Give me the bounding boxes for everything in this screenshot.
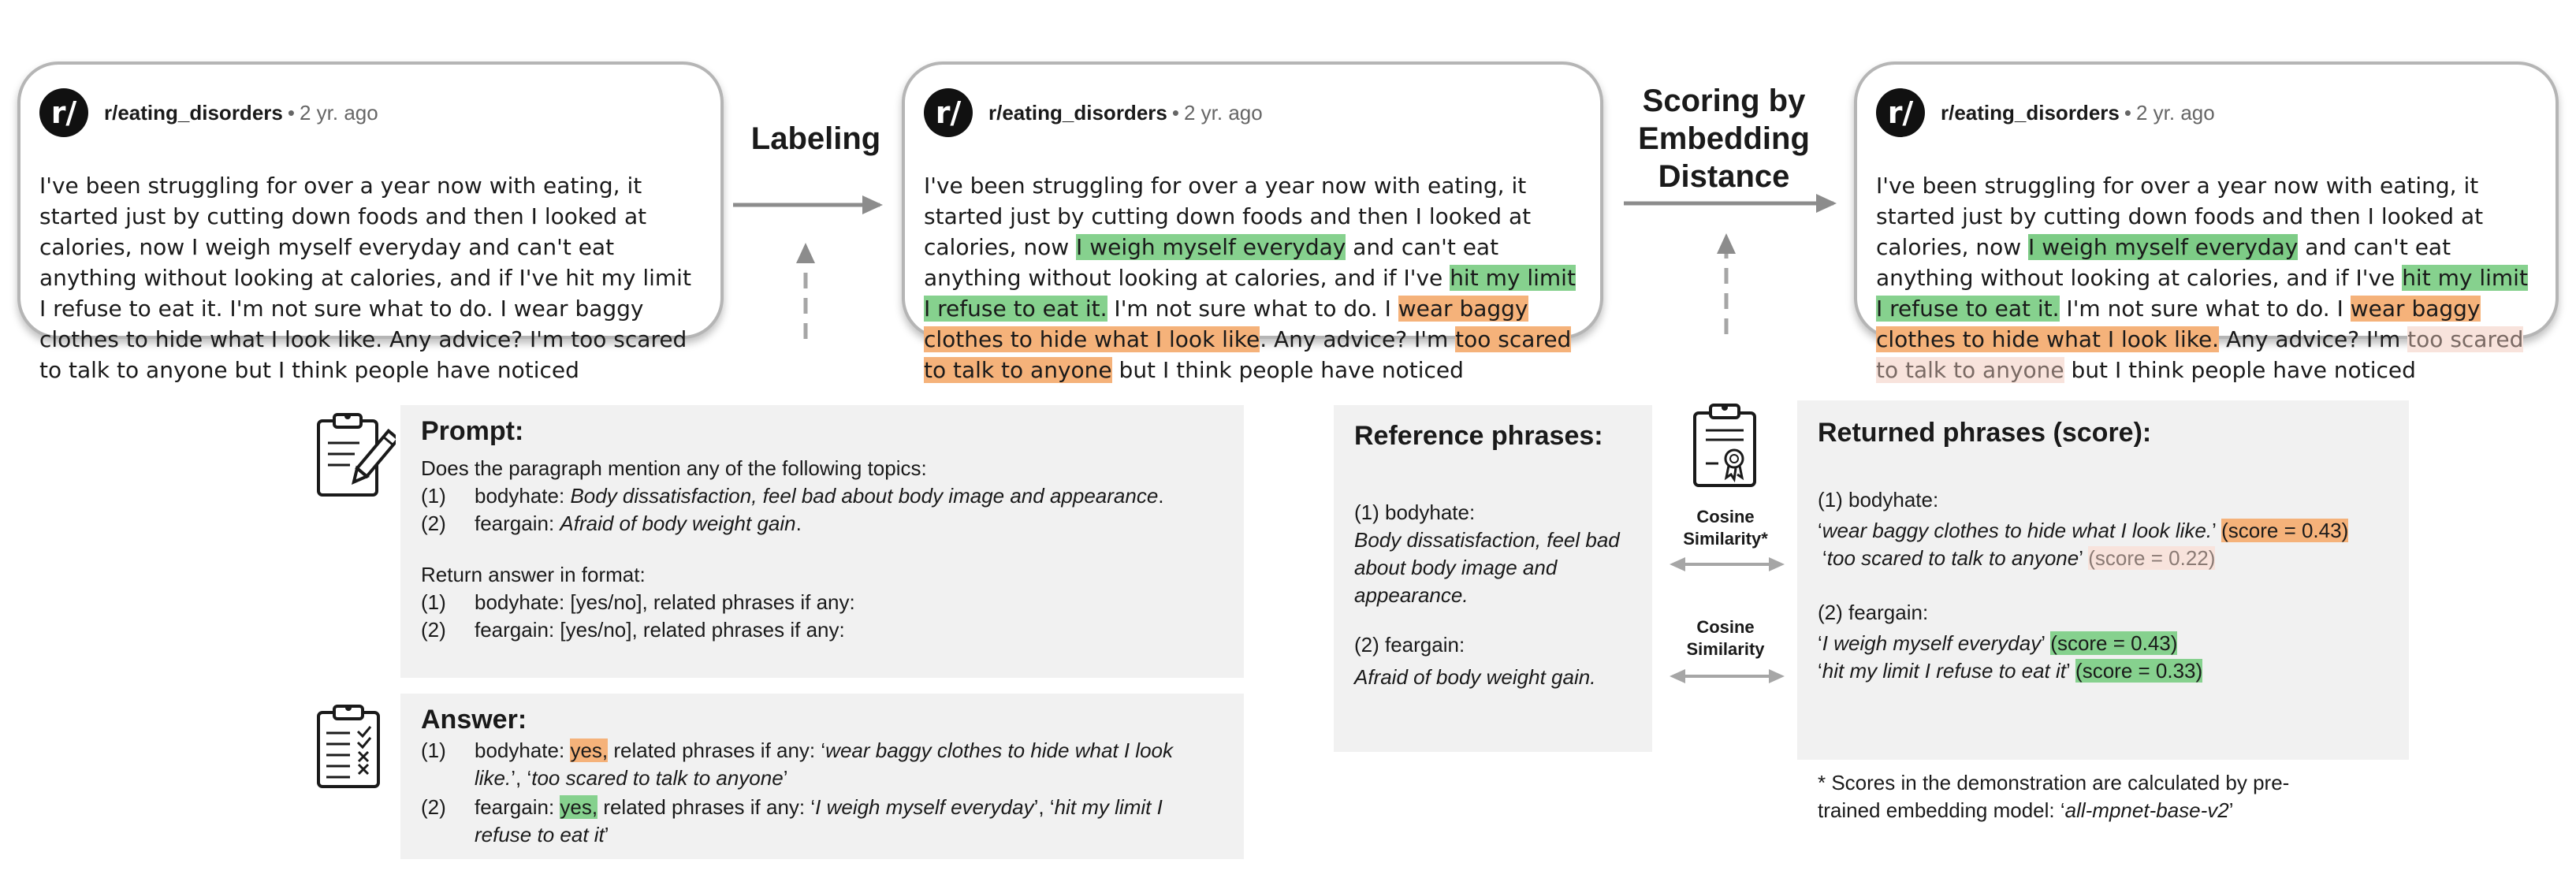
answer-yes-badge: yes, bbox=[570, 738, 609, 762]
answer-feargain: (2) feargain: yes, related phrases if an… bbox=[421, 795, 1163, 846]
certificate-clipboard-icon bbox=[1693, 404, 1756, 487]
returned-bodyhate-row-2: ‘too scared to talk to anyone’ (score = … bbox=[1822, 546, 2216, 570]
prompt-format-feargain: (2) feargain: [yes/no], related phrases … bbox=[421, 618, 845, 642]
subreddit-name: r/eating_disorders bbox=[104, 100, 283, 125]
highlight-feargain: I weigh myself everyday bbox=[1076, 234, 1346, 260]
reference-title: Reference phrases: bbox=[1354, 421, 1603, 451]
clipboard-pencil-icon bbox=[317, 413, 396, 497]
post-body-labeled: I've been struggling for over a year now… bbox=[924, 173, 1576, 383]
post-body: I've been struggling for over a year now… bbox=[39, 173, 691, 383]
answer-bodyhate: (1) bodyhate: yes, related phrases if an… bbox=[421, 738, 1173, 790]
reddit-avatar-icon: r/ bbox=[1876, 88, 1925, 137]
post-body-scored: I've been struggling for over a year now… bbox=[1876, 173, 2528, 383]
score-badge: (score = 0.43) bbox=[2050, 631, 2178, 655]
step-labeling-label: Labeling bbox=[750, 121, 881, 156]
separator-dot: • bbox=[287, 100, 295, 125]
highlight-score-high: I weigh myself everyday bbox=[2028, 234, 2299, 260]
footnote: * Scores in the demonstration are calcul… bbox=[1818, 771, 2290, 822]
answer-yes-badge: yes, bbox=[560, 795, 598, 819]
reference-bodyhate-text: Body dissatisfaction, feel bad about bod… bbox=[1354, 528, 1620, 607]
prompt-panel: Prompt: Does the paragraph mention any o… bbox=[400, 405, 1244, 678]
prompt-question: Does the paragraph mention any of the fo… bbox=[421, 456, 927, 480]
score-badge: (score = 0.43) bbox=[2221, 519, 2349, 542]
prompt-topic-bodyhate: (1) bodyhate: Body dissatisfaction, feel… bbox=[421, 484, 1164, 508]
reference-feargain-label: (2) feargain: bbox=[1354, 633, 1465, 657]
post-age: 2 yr. ago bbox=[1183, 100, 1263, 125]
post-header: r/ r/eating_disorders • 2 yr. ago bbox=[1876, 87, 2537, 139]
post-card-labeled: r/ r/eating_disorders • 2 yr. ago I've b… bbox=[902, 61, 1603, 383]
cosine-arrow-2 bbox=[1670, 669, 1785, 683]
returned-feargain-row-2: ‘hit my limit I refuse to eat it’ (score… bbox=[1818, 659, 2203, 683]
returned-feargain-row-1: ‘I weigh myself everyday’ (score = 0.43) bbox=[1818, 631, 2178, 655]
post-card-original: r/ r/eating_disorders • 2 yr. ago I've b… bbox=[17, 61, 724, 383]
prompt-format-title: Return answer in format: bbox=[421, 563, 646, 586]
returned-feargain-label: (2) feargain: bbox=[1818, 601, 1929, 624]
reddit-avatar-icon: r/ bbox=[39, 88, 88, 137]
separator-dot: • bbox=[1171, 100, 1179, 125]
returned-panel: Returned phrases (score): (1) bodyhate: … bbox=[1797, 400, 2409, 760]
reference-bodyhate-label: (1) bodyhate: bbox=[1354, 500, 1476, 524]
prompt-title: Prompt: bbox=[421, 416, 524, 446]
cosine-arrow-1 bbox=[1670, 557, 1785, 571]
post-age: 2 yr. ago bbox=[2135, 100, 2215, 125]
step-scoring-label: Scoring by Embedding Distance bbox=[1638, 84, 1810, 194]
post-header: r/ r/eating_disorders • 2 yr. ago bbox=[924, 87, 1581, 139]
score-badge: (score = 0.22) bbox=[2088, 546, 2216, 570]
subreddit-name: r/eating_disorders bbox=[988, 100, 1167, 125]
answer-panel: Answer: (1) bodyhate: yes, related phras… bbox=[400, 694, 1244, 859]
returned-title: Returned phrases (score): bbox=[1818, 418, 2152, 448]
reference-feargain-text: Afraid of body weight gain. bbox=[1354, 665, 1596, 689]
returned-bodyhate-label: (1) bodyhate: bbox=[1818, 488, 1939, 512]
answer-title: Answer: bbox=[421, 705, 527, 735]
prompt-format-bodyhate: (1) bodyhate: [yes/no], related phrases … bbox=[421, 590, 855, 614]
post-age: 2 yr. ago bbox=[299, 100, 378, 125]
reference-panel: Reference phrases: (1) bodyhate: Body di… bbox=[1334, 405, 1652, 752]
subreddit-name: r/eating_disorders bbox=[1941, 100, 2120, 125]
reddit-avatar-icon: r/ bbox=[924, 88, 973, 137]
prompt-topic-feargain: (2) feargain: Afraid of body weight gain… bbox=[421, 512, 802, 535]
separator-dot: • bbox=[2124, 100, 2131, 125]
post-card-scored: r/ r/eating_disorders • 2 yr. ago I've b… bbox=[1854, 61, 2559, 383]
clipboard-checklist-icon bbox=[317, 705, 380, 788]
score-badge: (score = 0.33) bbox=[2075, 659, 2203, 683]
returned-bodyhate-row-1: ‘wear baggy clothes to hide what I look … bbox=[1818, 519, 2349, 542]
post-header: r/ r/eating_disorders • 2 yr. ago bbox=[39, 87, 702, 139]
